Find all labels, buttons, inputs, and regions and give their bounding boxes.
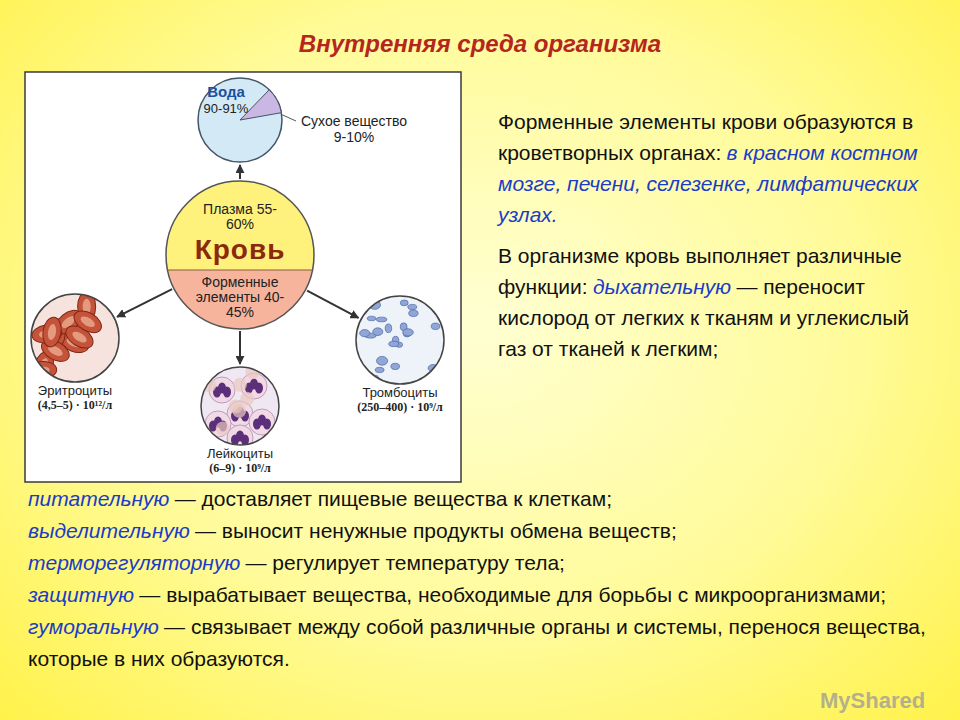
node-heading: Вода [201, 83, 251, 100]
highlighted-term: выделительную [28, 519, 190, 542]
arrow-connector [239, 165, 241, 179]
water-pie-circle: Вода90-91% [197, 77, 283, 163]
blood-circle: КровьПлазма 55-60% Форменные элементы 40-… [165, 180, 315, 330]
body-text: — регулирует температуру тела; [245, 551, 565, 574]
diagram-panel [25, 72, 461, 482]
text-paragraph: питательную — доставляет пищевые вещества… [28, 483, 950, 515]
cell-picture [200, 366, 280, 446]
text-paragraph: выделительную— выносит ненужные продукты… [28, 515, 950, 547]
pie-slice-label: Сухое вещество 9-10% [298, 113, 410, 145]
node-heading: Форменные элементы 40-45% [190, 275, 290, 320]
highlighted-term: защитную [28, 583, 134, 606]
watermark: MyShared [820, 688, 925, 714]
thrombocyte-circle: Тромбоциты(250–400) · 10⁹/л [343, 295, 457, 415]
node-heading: Лейкоциты [185, 446, 295, 461]
thr-picture [355, 295, 445, 385]
leu-picture [200, 366, 280, 446]
text-paragraph: защитную— вырабатывает вещества, необход… [28, 579, 950, 611]
formed-elements-half: Форменные элементы 40-45% [190, 275, 290, 320]
cell-disc [200, 366, 280, 446]
node-value: (6–9) · 10⁹/л [185, 461, 295, 476]
node-heading: Плазма 55-60% [203, 202, 277, 232]
highlighted-term: гуморальную [28, 615, 159, 638]
text-paragraph: Форменные элементы крови образуются в кр… [498, 106, 940, 230]
cell-picture [30, 293, 120, 383]
node-value: (250–400) · 10⁹/л [343, 400, 457, 415]
text-paragraph: терморегуляторную— регулирует температур… [28, 547, 950, 579]
node-heading: Кровь [165, 235, 315, 265]
side-text: Форменные элементы крови образуются в кр… [498, 106, 940, 374]
node-value: (4,5–5) · 10¹²/л [18, 398, 132, 413]
highlighted-term: терморегуляторную [28, 551, 240, 574]
highlighted-term: дыхательную [593, 275, 731, 298]
cell-disc [30, 293, 120, 383]
highlighted-term: питательную [28, 487, 169, 510]
text-paragraph: гуморальную— связывает между собой разли… [28, 611, 950, 675]
body-text: — доставляет пищевые вещества к клеткам; [175, 487, 612, 510]
cell-picture [355, 295, 445, 385]
node-heading: Тромбоциты [343, 385, 457, 400]
leukocyte-circle: Лейкоциты(6–9) · 10⁹/л [185, 366, 295, 476]
node-heading: Эритроциты [18, 383, 132, 398]
functions-text: питательную — доставляет пищевые вещества… [28, 483, 950, 675]
arrow-connector [117, 289, 172, 317]
cell-disc [355, 295, 445, 385]
arrow-connector [239, 331, 241, 364]
arrow-connector [307, 291, 358, 318]
plasma-half: Плазма 55-60% [203, 202, 277, 232]
slide-title: Внутренняя среда организма [0, 30, 960, 58]
body-text: — выносит ненужные продукты обмена вещес… [195, 519, 677, 542]
text-paragraph: В организме кровь выполняет различные фу… [498, 240, 940, 364]
body-text: — связывает между собой различные органы… [28, 615, 926, 670]
node-value: 90-91% [201, 101, 251, 116]
body-text: — вырабатывает вещества, необходимые для… [139, 583, 886, 606]
erythrocyte-circle: Эритроциты(4,5–5) · 10¹²/л [18, 293, 132, 413]
ery-picture [30, 293, 120, 383]
